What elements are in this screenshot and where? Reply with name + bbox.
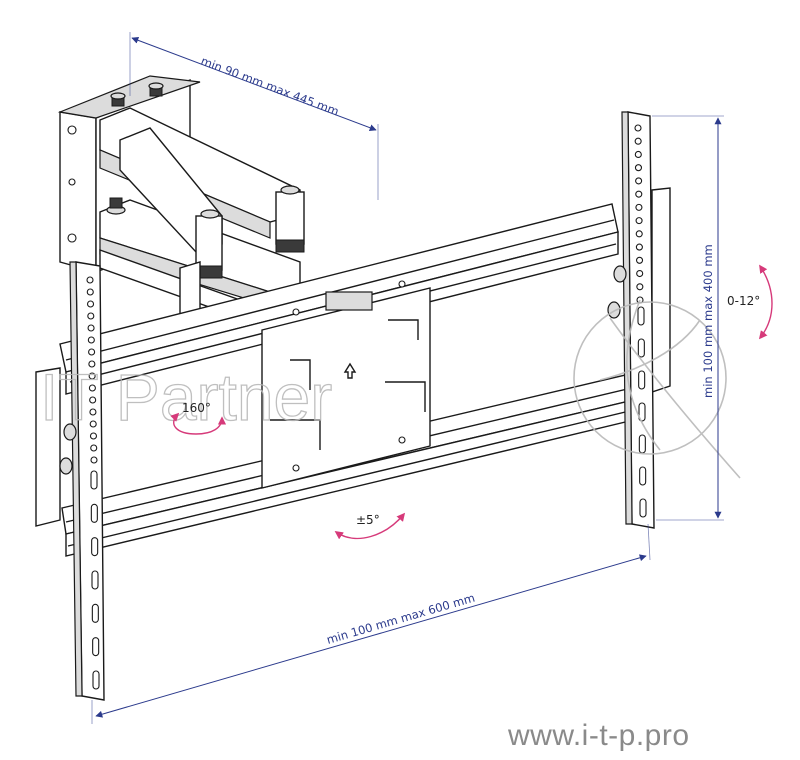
mounting-hole bbox=[636, 269, 644, 278]
mounting-hole bbox=[90, 444, 98, 452]
mounting-hole bbox=[635, 177, 643, 185]
watermark-brand: IT Partner bbox=[40, 360, 332, 434]
mounting-hole bbox=[634, 124, 642, 132]
mounting-hole bbox=[635, 243, 643, 251]
mounting-hole bbox=[87, 336, 95, 344]
rotation-angle-label: ±5° bbox=[356, 513, 380, 527]
right-vertical-bracket bbox=[607, 111, 671, 529]
mounting-hole bbox=[635, 256, 644, 264]
mounting-hole bbox=[90, 470, 98, 490]
mounting-hole bbox=[92, 637, 100, 657]
mounting-hole bbox=[89, 420, 97, 428]
mounting-hole bbox=[637, 306, 645, 326]
mounting-hole bbox=[92, 670, 100, 690]
mounting-hole bbox=[91, 537, 99, 557]
mounting-hole bbox=[635, 217, 643, 225]
swivel-angle-label: 160° bbox=[182, 401, 211, 415]
dimension-vertical: min 100 mm max 400 mm bbox=[652, 115, 724, 521]
mounting-hole bbox=[91, 603, 99, 623]
mounting-hole bbox=[88, 384, 96, 392]
mounting-hole bbox=[638, 434, 646, 454]
mounting-hole bbox=[634, 164, 643, 172]
horizontal-rails bbox=[59, 203, 643, 557]
mounting-hole bbox=[89, 432, 98, 440]
angle-swivel: 160° bbox=[170, 401, 227, 435]
watermark: IT Partner bbox=[39, 299, 741, 479]
vertical-spacing-label: min 100 mm max 400 mm bbox=[701, 244, 715, 398]
tilt-angle-label: 0-12° bbox=[727, 294, 760, 308]
dimension-horizontal: min 100 mm max 600 mm bbox=[91, 523, 651, 724]
mounting-hole bbox=[87, 324, 95, 332]
mounting-hole bbox=[639, 466, 647, 486]
mounting-hole bbox=[634, 150, 642, 159]
mounting-hole bbox=[90, 503, 98, 523]
left-vertical-bracket bbox=[35, 261, 105, 701]
mounting-hole bbox=[635, 230, 643, 238]
website-url: www.i-t-p.pro bbox=[507, 719, 690, 752]
mounting-hole bbox=[638, 370, 646, 390]
mounting-hole bbox=[635, 190, 643, 198]
mounting-hole bbox=[90, 456, 98, 464]
mounting-hole bbox=[88, 348, 96, 356]
horizontal-spacing-label: min 100 mm max 600 mm bbox=[325, 591, 477, 647]
mounting-hole bbox=[89, 408, 97, 416]
angle-rotation: ±5° bbox=[334, 512, 406, 540]
arm-extension-label: min 90 mm max 445 mm bbox=[199, 54, 341, 119]
mounting-hole bbox=[89, 396, 97, 404]
articulating-arms bbox=[99, 107, 305, 337]
mounting-hole bbox=[86, 276, 94, 284]
mounting-hole bbox=[86, 300, 95, 308]
mounting-hole bbox=[88, 360, 96, 368]
mounting-hole bbox=[636, 283, 644, 291]
mounting-hole bbox=[634, 137, 642, 145]
mounting-hole bbox=[639, 498, 647, 518]
mounting-hole bbox=[87, 312, 95, 320]
bolt-icon bbox=[110, 92, 126, 107]
angle-tilt: 0-12° bbox=[727, 264, 773, 340]
bolt-icon bbox=[148, 82, 164, 97]
mounting-hole bbox=[86, 288, 94, 296]
mounting-hole bbox=[91, 570, 99, 590]
mounting-hole bbox=[635, 203, 643, 211]
mounting-hole bbox=[637, 338, 645, 358]
mounting-hole bbox=[88, 372, 96, 380]
